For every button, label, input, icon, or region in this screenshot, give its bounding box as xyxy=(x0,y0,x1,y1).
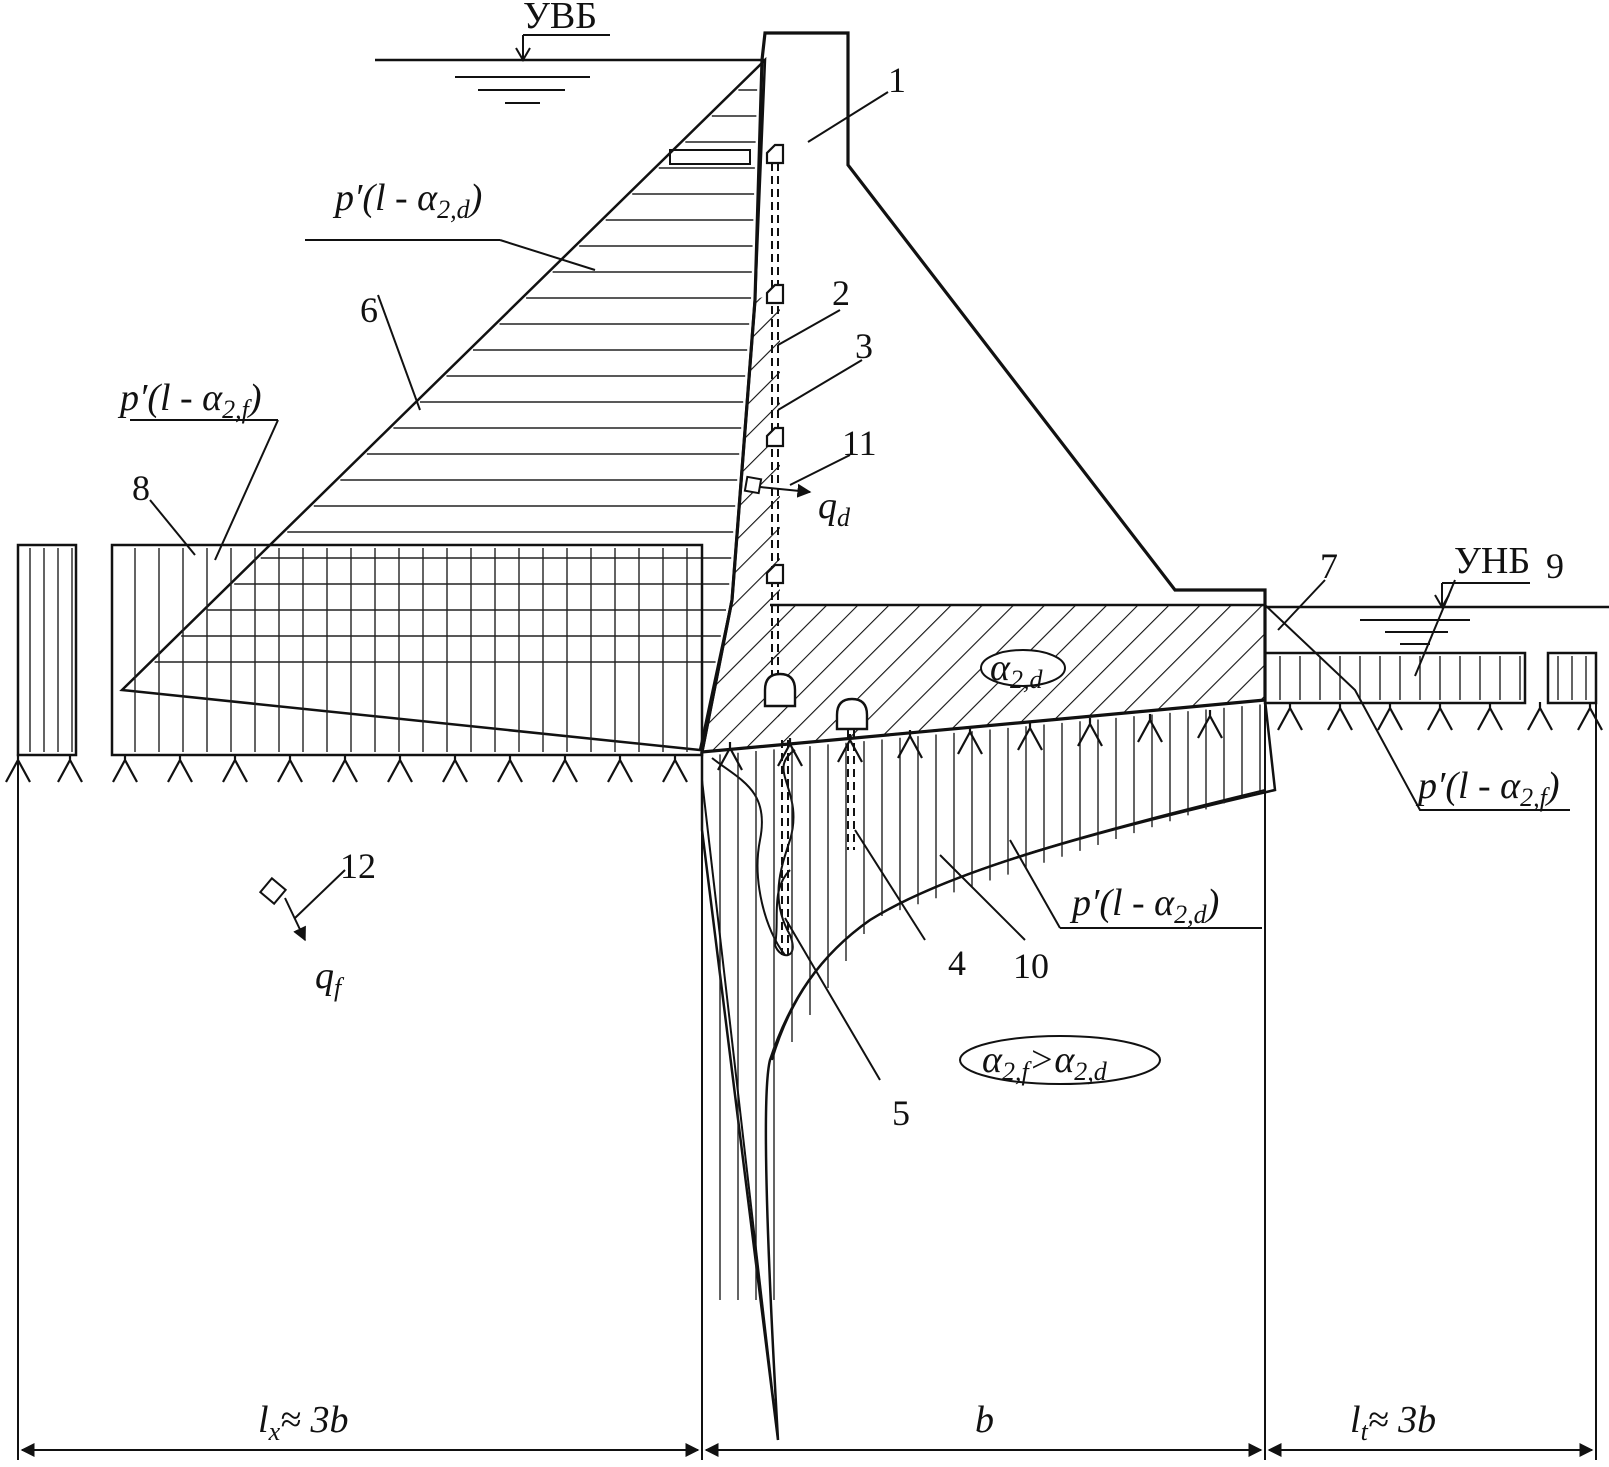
label-qf: qf xyxy=(315,955,345,1002)
ground-symbol xyxy=(717,742,743,771)
label-11: 11 xyxy=(842,423,877,463)
label-p-upstream-dam: p′(l - α2,d) xyxy=(332,177,482,224)
ground-symbol xyxy=(1377,702,1403,731)
label-10: 10 xyxy=(1013,946,1049,986)
leader-lines xyxy=(130,91,1570,1081)
label-5: 5 xyxy=(892,1093,910,1133)
ground-symbol xyxy=(1327,702,1353,731)
ground-symbol xyxy=(1277,702,1303,731)
ground-symbol xyxy=(277,754,303,783)
dim-left: lx≈ 3b xyxy=(258,1399,348,1446)
label-8: 8 xyxy=(132,468,150,508)
ground-symbol xyxy=(497,754,523,783)
ground-symbol xyxy=(387,754,413,783)
label-3: 3 xyxy=(855,326,873,366)
label-alpha-compare: α2,f>α2,d xyxy=(982,1039,1108,1086)
label-p-upstream-found: p′(l - α2,f) xyxy=(117,377,262,424)
ground-symbol xyxy=(112,754,138,783)
upstream-foundation-block xyxy=(16,543,704,757)
ground-symbol xyxy=(897,730,923,759)
ground-symbol xyxy=(442,754,468,783)
ground-symbol xyxy=(607,754,633,783)
ground-symbols xyxy=(5,702,1603,783)
ground-symbol xyxy=(1137,714,1163,743)
label-p-downstream: p′(l - α2,f) xyxy=(1415,765,1560,812)
ground-symbol xyxy=(777,738,803,767)
ground-symbol xyxy=(167,754,193,783)
dam-body: α2,d xyxy=(700,31,1267,754)
ground-symbol xyxy=(1577,702,1603,731)
upstream-water-level: УВБ xyxy=(375,0,765,104)
label-9: 9 xyxy=(1546,546,1564,586)
ground-symbol xyxy=(332,754,358,783)
ground-symbol xyxy=(1017,722,1043,751)
label-1: 1 xyxy=(888,60,906,100)
label-7: 7 xyxy=(1320,546,1338,586)
formula-labels: p′(l - α2,d) p′(l - α2,f) p′(l - α2,d) p… xyxy=(117,177,1560,1086)
ground-symbol xyxy=(662,754,688,783)
dim-right: lt≈ 3b xyxy=(1350,1399,1436,1446)
ground-symbol xyxy=(552,754,578,783)
label-12: 12 xyxy=(340,846,376,886)
label-unb: УНБ xyxy=(1454,540,1530,582)
seepage-sensor-icon xyxy=(258,876,288,906)
ground-symbol xyxy=(1427,702,1453,731)
label-qd: qd xyxy=(818,485,851,532)
label-p-foundation: p′(l - α2,d) xyxy=(1069,882,1219,929)
ground-symbol xyxy=(1527,702,1553,731)
ground-symbol xyxy=(1477,702,1503,731)
ground-symbol xyxy=(1077,718,1103,747)
label-6: 6 xyxy=(360,290,378,330)
ground-symbol xyxy=(57,754,83,783)
label-2: 2 xyxy=(832,273,850,313)
dim-middle: b xyxy=(975,1399,994,1441)
label-alpha-d: α2,d xyxy=(990,647,1043,694)
ground-symbol xyxy=(1197,710,1223,739)
ground-symbol xyxy=(222,754,248,783)
ground-symbol xyxy=(837,734,863,763)
ground-symbol xyxy=(957,726,983,755)
label-uvb: УВБ xyxy=(523,0,597,37)
callout-numbers: 1 2 3 4 5 6 7 8 9 10 11 12 xyxy=(132,60,1564,1133)
dimension-lines: lx≈ 3b b lt≈ 3b xyxy=(20,1399,1594,1457)
downstream-water-level: УНБ xyxy=(1265,540,1609,645)
label-4: 4 xyxy=(948,943,966,983)
section-lines xyxy=(17,700,1597,1460)
